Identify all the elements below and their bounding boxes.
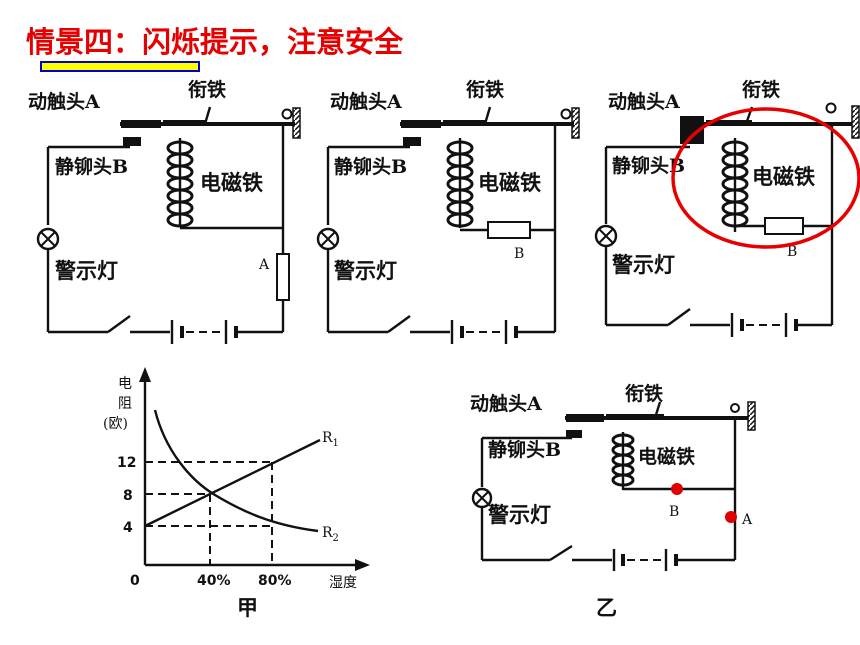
label-armature: 衔铁 <box>742 78 780 101</box>
coil-icon <box>446 138 474 228</box>
switch-icon <box>549 544 573 562</box>
x-axis-label: 湿度 <box>329 575 357 591</box>
coil-icon <box>166 138 194 228</box>
x-tick-80: 80% <box>258 573 292 589</box>
y-axis-arrow-icon <box>139 367 151 382</box>
label-warning-lamp: 警示灯 <box>333 258 397 283</box>
resistor-b <box>764 217 804 235</box>
label-static-contact: 静铆头B <box>488 438 561 461</box>
battery-icon <box>170 320 238 344</box>
battery-icon <box>612 549 678 571</box>
label-r1: R1 <box>322 430 339 449</box>
caption-yi: 乙 <box>596 595 617 620</box>
battery-icon <box>730 313 798 337</box>
origin-label: 0 <box>130 573 140 589</box>
label-warning-lamp: 警示灯 <box>487 502 551 527</box>
label-moving-contact: 动触头A <box>28 90 100 113</box>
label-r2: R2 <box>322 525 339 544</box>
label-resistor-b: B <box>787 244 797 260</box>
label-resistor-b: B <box>514 246 524 262</box>
label-armature: 衔铁 <box>466 78 504 101</box>
y-label-3: (欧) <box>103 416 128 432</box>
curve-r1 <box>144 438 321 528</box>
y-tick-4: 4 <box>123 520 133 536</box>
circuit-yi: 动触头A 衔铁 静铆头B 电磁铁 警示灯 B A 乙 <box>470 382 756 620</box>
label-static-contact: 静铆头B <box>55 155 128 178</box>
y-tick-12: 12 <box>117 455 136 471</box>
label-resistor-a: A <box>258 257 270 273</box>
label-electromagnet: 电磁铁 <box>478 170 541 195</box>
coil-icon <box>611 432 635 490</box>
circuit-2: 动触头A 衔铁 静铆头B 电磁铁 警示灯 B <box>316 78 580 344</box>
y-label-2: 阻 <box>118 396 132 412</box>
switch-icon <box>667 308 691 326</box>
battery-icon <box>450 320 518 344</box>
label-electromagnet: 电磁铁 <box>638 445 695 468</box>
label-armature: 衔铁 <box>188 78 226 101</box>
graph-jia: 电 阻 (欧) 12 8 4 0 40% 80% 湿度 R1 R2 甲 <box>103 367 370 620</box>
label-point-b: B <box>669 504 679 520</box>
y-tick-8: 8 <box>123 488 133 504</box>
label-moving-contact: 动触头A <box>608 90 680 113</box>
label-electromagnet: 电磁铁 <box>752 164 815 189</box>
label-static-contact: 静铆头B <box>334 155 407 178</box>
y-label-1: 电 <box>118 376 132 392</box>
page-title: 情景四：闪烁提示，注意安全 <box>26 25 404 59</box>
title-underline <box>40 61 200 72</box>
switch-icon <box>387 315 411 333</box>
x-axis-arrow-icon <box>355 559 370 571</box>
point-b-dot <box>671 483 683 495</box>
circuit-3: 动触头A 衔铁 静铆头B 电磁铁 警示灯 B <box>594 78 860 337</box>
caption-jia: 甲 <box>237 595 258 620</box>
label-warning-lamp: 警示灯 <box>54 258 118 283</box>
point-a-dot <box>725 511 737 523</box>
highlight-circle <box>671 107 860 249</box>
label-armature: 衔铁 <box>625 382 663 405</box>
curve-r2 <box>153 409 319 533</box>
resistor-a <box>276 253 290 301</box>
x-tick-40: 40% <box>197 573 231 589</box>
label-moving-contact: 动触头A <box>330 90 402 113</box>
switch-icon <box>107 315 131 333</box>
label-static-contact: 静铆头B <box>612 154 685 177</box>
resistor-b <box>487 221 531 239</box>
label-warning-lamp: 警示灯 <box>611 252 675 277</box>
label-electromagnet: 电磁铁 <box>200 170 263 195</box>
label-moving-contact: 动触头A <box>470 392 542 415</box>
label-point-a: A <box>741 512 753 528</box>
coil-icon <box>721 138 749 232</box>
circuit-1: 动触头A 衔铁 静铆头B 电磁铁 警示灯 A <box>28 78 301 344</box>
